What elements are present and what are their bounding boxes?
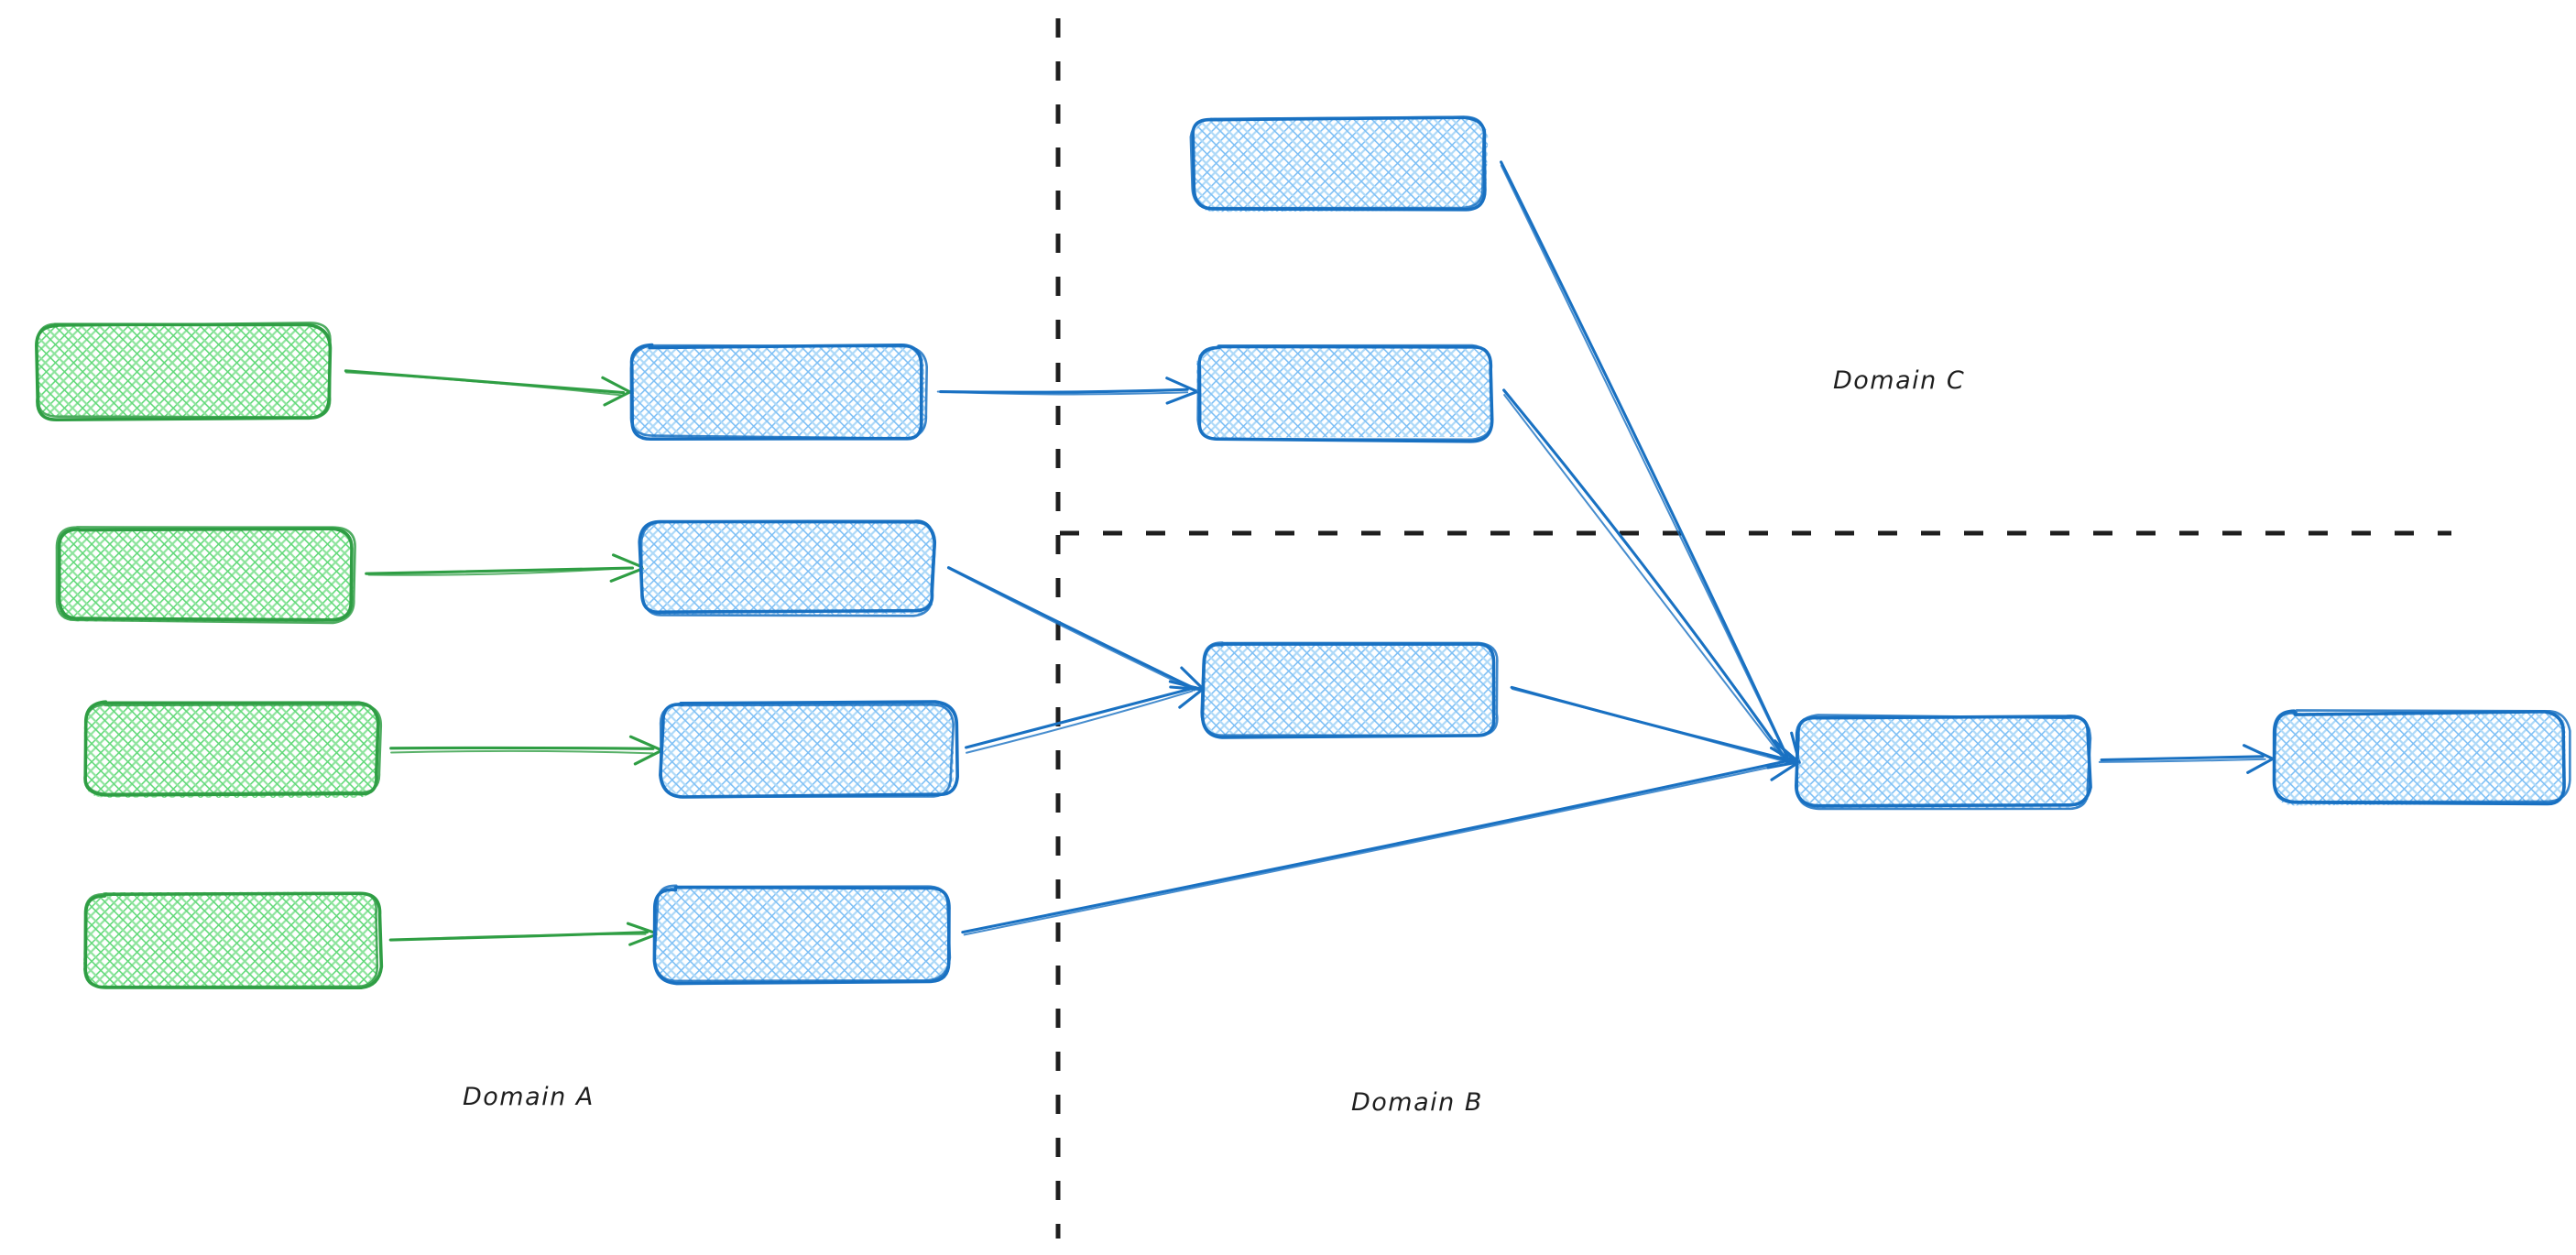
edge-shaft [966,690,1194,754]
node-fill-hatch-b [1203,641,1498,736]
node-outline [653,884,952,983]
node-m2[interactable] [638,519,937,617]
node-outline [2273,709,2571,803]
edge-arrowhead-upper [603,389,634,407]
edge-shaft [936,390,1189,396]
edge-shaft [939,387,1189,394]
edge-b2-to-c1[interactable] [1502,388,1801,766]
edge-shaft [1511,688,1790,764]
edge-arrowhead-upper [1769,747,1799,766]
edge-shaft [963,762,1791,936]
edge-a1-to-m1[interactable] [344,369,634,407]
edge-shaft [1510,685,1791,762]
node-outline [639,520,936,617]
edge-arrowhead-upper [628,933,658,946]
edge-b1-to-c1[interactable] [1500,160,1799,765]
edge-arrowhead-upper [2246,757,2276,774]
edge-arrowhead-upper [1178,687,1205,709]
node-fill-hatch-b [82,891,378,988]
node-fill-hatch-b [655,886,951,982]
edge-shaft [365,566,635,575]
edge-a2-to-m2[interactable] [365,553,644,583]
edge-shaft [344,371,623,397]
edge-arrowhead-lower [601,376,634,395]
edge-shaft [390,749,654,755]
node-outline [83,892,379,988]
edge-arrowhead-lower [1165,376,1200,394]
node-a1[interactable] [35,322,333,421]
node-fill-hatch-b [35,325,330,418]
edge-a3-to-m3[interactable] [389,735,663,766]
edge-c1-to-c2[interactable] [2098,744,2276,774]
edge-m3-to-b3[interactable] [965,680,1206,754]
edge-shaft [1500,164,1791,764]
edge-shaft [1502,388,1790,764]
edge-shaft [1500,160,1790,761]
node-fill-hatch-b [630,344,927,440]
edge-shaft [961,758,1791,934]
node-b3[interactable] [1200,641,1499,739]
edge-arrowhead-upper [609,567,644,583]
edge-m1-to-b2[interactable] [936,376,1200,405]
edge-shaft [2100,755,2265,762]
edge-arrowhead-lower [628,735,663,752]
node-fill-hatch-b [1797,716,2091,809]
node-m1[interactable] [629,343,928,441]
edge-arrowhead-lower [2243,744,2276,761]
domain-a-label: Domain A [463,1083,595,1111]
domain-b-label: Domain B [1351,1088,1483,1117]
edge-shaft [946,566,1195,690]
edge-arrowhead-lower [1774,740,1800,763]
edge-shaft [2098,758,2266,763]
divider-layer [1055,18,2451,1239]
node-b1[interactable] [1189,115,1489,213]
node-fill-hatch-b [2274,711,2566,806]
node-layer [35,115,2571,990]
node-outline [629,344,928,440]
node-m3[interactable] [659,700,959,799]
node-c1[interactable] [1795,714,2092,811]
edge-m4-to-c1[interactable] [961,754,1800,936]
edge-arrowhead-lower [626,922,658,935]
node-m4[interactable] [652,884,952,986]
node-fill-hatch-b [1192,117,1489,213]
edge-arrowhead-lower [1180,666,1205,691]
node-outline [1795,714,2092,811]
node-outline [629,343,923,441]
node-outline [35,322,332,419]
node-outline [84,703,383,796]
edge-shaft [1503,394,1789,765]
node-fill-hatch-b [641,521,934,616]
node-a2[interactable] [55,526,356,625]
node-outline [55,526,356,625]
node-outline [57,527,354,622]
node-fill-hatch-b [58,528,354,622]
edge-layer [344,160,2276,946]
edge-arrowhead-upper [633,748,663,766]
node-outline [1196,344,1493,442]
edge-m2-to-b3[interactable] [946,566,1206,692]
edge-shaft [947,567,1195,692]
edge-b3-to-c1[interactable] [1510,685,1800,769]
node-outline [659,703,955,799]
node-a4[interactable] [82,891,384,990]
edge-shaft [388,933,647,942]
edge-arrowhead-lower [611,553,643,569]
node-b2[interactable] [1195,344,1494,443]
edge-shaft [367,566,632,576]
node-fill-hatch-b [1195,345,1492,438]
node-fill-hatch-b [660,702,955,797]
edge-arrowhead-upper [1770,761,1799,781]
edge-shaft [965,686,1197,749]
node-fill-hatch-b [83,704,377,798]
node-outline [1200,641,1499,737]
node-c2[interactable] [2272,709,2571,806]
edge-a4-to-m4[interactable] [388,922,658,946]
node-a3[interactable] [83,700,383,798]
domain-c-label: Domain C [1833,366,1966,395]
edge-arrowhead-upper [1165,389,1200,405]
node-outline [1189,115,1486,210]
edge-arrowhead-upper [1766,760,1799,769]
edge-arrowhead-lower [1168,680,1206,692]
